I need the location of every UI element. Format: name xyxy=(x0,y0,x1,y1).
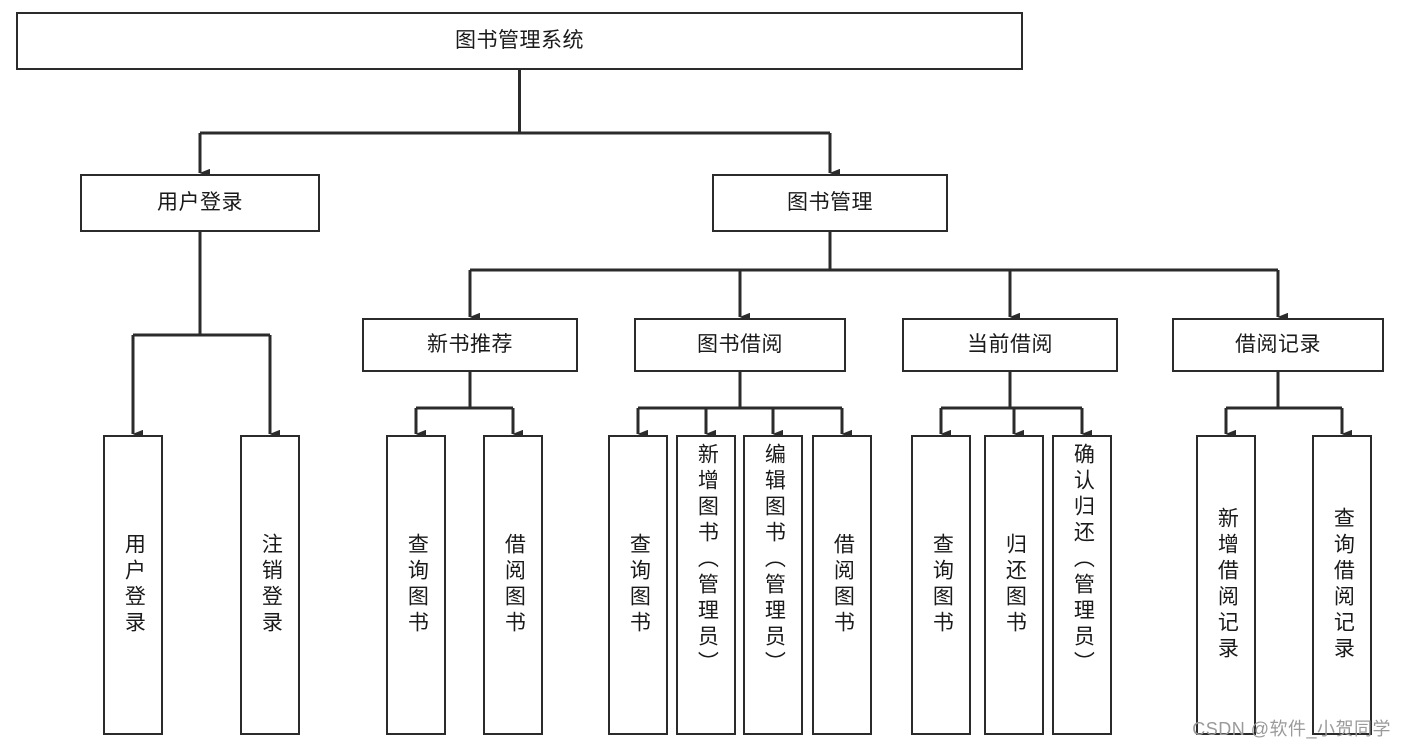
node-leaf-query-book-3[interactable]: 查询图书 xyxy=(911,435,971,735)
node-label: 图书管理 xyxy=(787,190,873,214)
node-label: 图书管理系统 xyxy=(455,28,584,52)
node-leaf-add-book[interactable]: 新增图书（管理员） xyxy=(676,435,736,735)
node-label: 新书推荐 xyxy=(427,332,513,356)
node-leaf-borrow-book-2[interactable]: 借阅图书 xyxy=(812,435,872,735)
node-leaf-confirm-return[interactable]: 确认归还（管理员） xyxy=(1052,435,1112,735)
node-label: 新增图书（管理员） xyxy=(695,443,719,677)
node-label: 用户登录 xyxy=(157,190,243,214)
node-leaf-user-login[interactable]: 用户登录 xyxy=(103,435,163,735)
node-book-manage[interactable]: 图书管理 xyxy=(712,174,948,232)
node-new-book-rec[interactable]: 新书推荐 xyxy=(362,318,578,372)
node-label: 查询图书 xyxy=(405,533,429,637)
node-label: 注销登录 xyxy=(259,533,283,637)
node-book-borrow[interactable]: 图书借阅 xyxy=(634,318,846,372)
node-leaf-add-record[interactable]: 新增借阅记录 xyxy=(1196,435,1256,735)
node-label: 借阅记录 xyxy=(1235,332,1321,356)
watermark-text: CSDN @软件_小贺同学 xyxy=(1192,719,1391,739)
node-leaf-query-book-1[interactable]: 查询图书 xyxy=(386,435,446,735)
node-label: 查询借阅记录 xyxy=(1331,507,1355,663)
node-label: 确认归还（管理员） xyxy=(1071,443,1095,677)
node-leaf-borrow-book-1[interactable]: 借阅图书 xyxy=(483,435,543,735)
node-user-login[interactable]: 用户登录 xyxy=(80,174,320,232)
node-leaf-return-book[interactable]: 归还图书 xyxy=(984,435,1044,735)
node-leaf-query-record[interactable]: 查询借阅记录 xyxy=(1312,435,1372,735)
node-leaf-query-book-2[interactable]: 查询图书 xyxy=(608,435,668,735)
node-label: 归还图书 xyxy=(1003,533,1027,637)
node-leaf-user-logout[interactable]: 注销登录 xyxy=(240,435,300,735)
node-borrow-record[interactable]: 借阅记录 xyxy=(1172,318,1384,372)
node-current-borrow[interactable]: 当前借阅 xyxy=(902,318,1118,372)
node-label: 查询图书 xyxy=(627,533,651,637)
node-label: 编辑图书（管理员） xyxy=(762,443,786,677)
node-leaf-edit-book[interactable]: 编辑图书（管理员） xyxy=(743,435,803,735)
node-label: 借阅图书 xyxy=(831,533,855,637)
node-root[interactable]: 图书管理系统 xyxy=(16,12,1023,70)
node-label: 当前借阅 xyxy=(967,332,1053,356)
node-label: 图书借阅 xyxy=(697,332,783,356)
node-label: 新增借阅记录 xyxy=(1215,507,1239,663)
node-label: 借阅图书 xyxy=(502,533,526,637)
node-label: 用户登录 xyxy=(122,533,146,637)
node-label: 查询图书 xyxy=(930,533,954,637)
